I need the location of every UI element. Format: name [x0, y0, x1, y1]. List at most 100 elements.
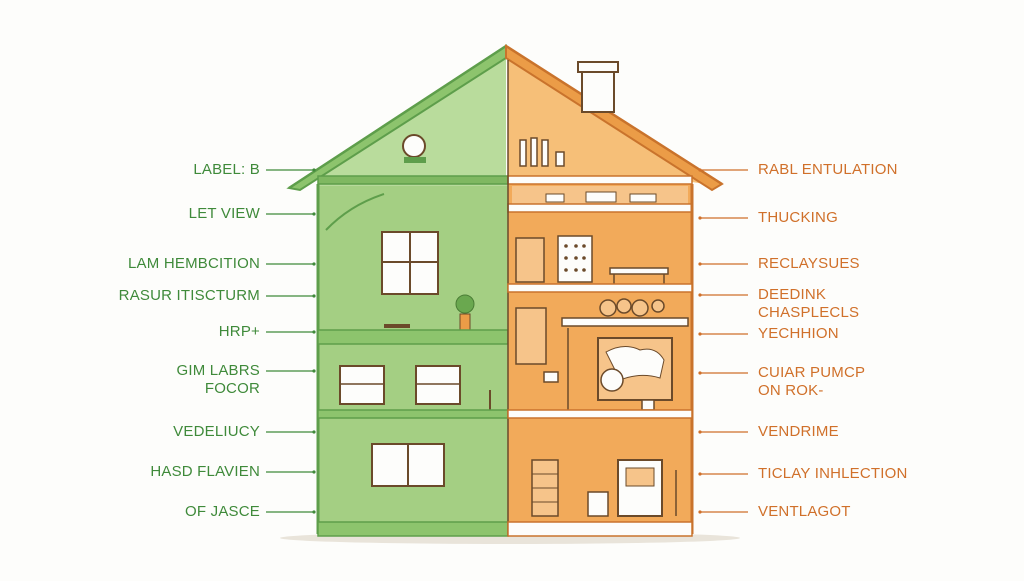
mid-room-cabinet: [515, 307, 547, 365]
left-leader-dot-8: [312, 470, 316, 474]
left-leader-lines: [266, 168, 316, 514]
left-label-8: HASD FLAVIEN: [150, 463, 260, 481]
right-label-5-line-1: YECHHION: [758, 325, 839, 342]
right-label-6-line-2: ON ROK-: [758, 382, 824, 399]
right-label-4-line-2: CHASPLECLS: [758, 304, 860, 321]
left-leader-dot-2: [312, 212, 316, 216]
decor-items: [599, 298, 665, 317]
right-leader-dot-1: [698, 168, 702, 172]
right-label-1-line-1: RABL ENTULATION: [758, 161, 898, 178]
green-floor-2: [317, 329, 509, 345]
left-label-9: OF JASCE: [185, 503, 260, 521]
left-label-2-line-1: LET VIEW: [188, 205, 260, 222]
left-leader-dot-5: [312, 330, 316, 334]
chimney-cap: [577, 61, 619, 73]
left-label-5: HRP+: [219, 323, 260, 341]
right-label-1: RABL ENTULATION: [758, 161, 898, 179]
orange-roof-line: [505, 44, 723, 186]
right-label-7: VENDRIME: [758, 423, 839, 441]
right-leader-dot-8: [698, 472, 702, 476]
left-label-4-line-1: RASUR ITISCTURM: [118, 287, 260, 304]
right-label-8-line-1: TICLAY INHLECTION: [758, 465, 908, 482]
decor-shelf: [561, 317, 689, 327]
attic-bottle-4: [555, 151, 565, 167]
attic-bottle-3: [541, 139, 549, 167]
left-leader-dot-1: [312, 168, 316, 172]
orange-foundation: [507, 521, 693, 537]
storage-box-1: [545, 193, 565, 203]
green-plant-pot: [459, 313, 471, 331]
green-window-mid-b: [415, 365, 461, 405]
upper-room-cabinet: [515, 237, 545, 283]
right-label-6-line-1: CUIAR PUMCP: [758, 364, 866, 381]
left-leader-dot-7: [312, 430, 316, 434]
left-label-3: LAM HEMBCITION: [128, 255, 260, 273]
green-foundation: [317, 521, 509, 537]
wall-map-shape: [605, 346, 665, 381]
left-label-7: VEDELIUCY: [173, 423, 260, 441]
orange-attic-floor: [507, 175, 693, 185]
shelf-dots: [564, 244, 586, 272]
right-leader-lines: [698, 168, 748, 514]
left-label-4: RASUR ITISCTURM: [119, 287, 260, 305]
left-label-1: LABEL: B: [193, 161, 260, 179]
right-leader-dot-7: [698, 430, 702, 434]
left-leader-dot-3: [312, 262, 316, 266]
chimney: [581, 69, 615, 113]
storage-box-3: [629, 193, 657, 203]
left-label-1-line-1: LABEL: B: [193, 161, 260, 178]
right-label-7-line-1: VENDRIME: [758, 423, 839, 440]
right-leader-dot-6: [698, 371, 702, 375]
left-label-2: LET VIEW: [189, 205, 260, 223]
orange-floor-upper: [507, 203, 693, 213]
right-leader-dot-5: [698, 332, 702, 336]
right-label-9: VENTLAGOT: [758, 503, 851, 521]
green-attic-vent: [402, 134, 426, 158]
left-label-6-line-2: FOCOR: [204, 380, 260, 397]
right-label-3: RECLAYSUES: [758, 255, 860, 273]
storage-box-2: [585, 191, 617, 203]
heat-pump-fan: [600, 368, 624, 392]
green-roof-line: [288, 44, 507, 190]
orange-floor-2: [507, 283, 693, 293]
left-label-6-line-1: GIM LABRS: [176, 362, 260, 379]
green-small-table: [384, 324, 410, 328]
right-label-3-line-1: RECLAYSUES: [758, 255, 860, 272]
left-leader-dot-4: [312, 294, 316, 298]
attic-bottle-2: [530, 137, 538, 167]
left-label-9-line-1: OF JASCE: [185, 503, 260, 520]
left-leader-dot-6: [312, 369, 316, 373]
left-label-3-line-1: LAM HEMBCITION: [128, 255, 260, 272]
right-label-4-line-1: DEEDINK: [758, 286, 827, 303]
attic-bottle-1: [519, 139, 527, 167]
green-window-mid-a: [339, 365, 385, 405]
right-label-9-line-1: VENTLAGOT: [758, 503, 851, 520]
ground-door-panel: [625, 467, 655, 487]
green-floor-1: [317, 409, 509, 419]
right-label-2: THUCKING: [758, 209, 838, 227]
right-label-2-line-1: THUCKING: [758, 209, 838, 226]
left-leader-dot-9: [312, 510, 316, 514]
green-plant-leaves: [455, 294, 475, 314]
left-label-8-line-1: HASD FLAVIEN: [150, 463, 260, 480]
green-attic-vent-base: [404, 157, 426, 163]
green-attic-floor: [317, 175, 509, 185]
right-leader-dot-3: [698, 262, 702, 266]
right-leader-dot-4: [698, 293, 702, 297]
left-label-5-line-1: HRP+: [218, 323, 260, 340]
ground-box: [587, 491, 609, 517]
right-leader-dot-9: [698, 510, 702, 514]
right-leader-dot-2: [698, 216, 702, 220]
green-attic-beam: [325, 193, 385, 231]
right-label-5: YECHHION: [758, 325, 839, 343]
left-label-7-line-1: VEDELIUCY: [173, 423, 260, 440]
mid-room-cup: [641, 399, 655, 411]
orange-floor-1: [507, 409, 693, 419]
upper-room-bench: [609, 267, 669, 275]
mid-room-stool: [543, 371, 559, 383]
